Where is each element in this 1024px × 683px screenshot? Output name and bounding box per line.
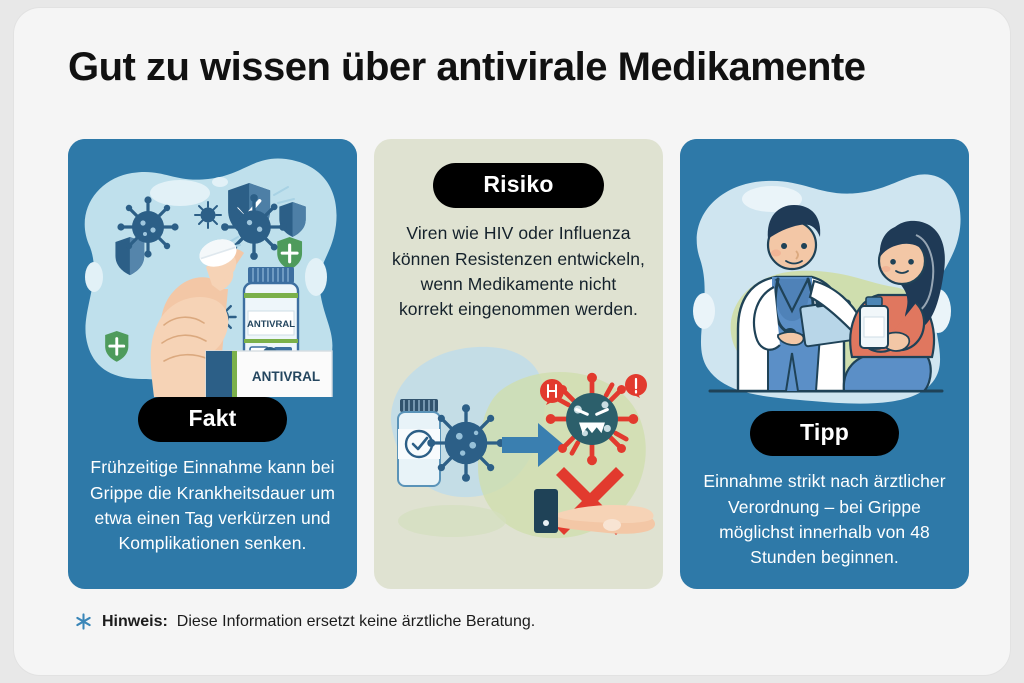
shield-plus-icon [277,237,303,270]
infographic-page: Gut zu wissen über antivirale Medikament… [14,8,1010,675]
footer-note: Hinweis: Diese Information ersetzt keine… [74,612,535,631]
illustration-hand-holding-pill: ANTIVRAL ANTIVRAL [68,139,357,397]
virus-icon [117,196,179,258]
card-fakt[interactable]: ANTIVRAL ANTIVRAL Fa [68,139,357,589]
doctor-patient-graphic [680,139,969,411]
medicine-bottle-graphic: ANTIVRAL [242,267,300,367]
bottle-label: ANTIVRAL [247,319,295,330]
angry-virus-icon [545,372,639,466]
alert-bubble-icon [540,378,564,405]
hand-holding-pill-graphic: ANTIVRAL ANTIVRAL [68,139,357,397]
medicine-bottle-check-graphic [397,398,441,487]
medicine-box-graphic: ANTIVRAL [205,350,333,397]
alert-bubble-icon [625,373,647,398]
card-tipp[interactable]: Tipp Einnahme strikt nach ärztlicher Ver… [680,139,969,589]
patient-figure [842,220,945,393]
illustration-virus-resistance [374,332,663,569]
card-body-tipp: Einnahme strikt nach ärztlicher Verordnu… [703,471,946,568]
card-risiko[interactable]: Risiko Viren wie HIV oder Influenza könn… [374,139,663,589]
card-body-risiko: Viren wie HIV oder Influenza können Resi… [392,223,646,320]
card-text-fakt: Fakt Frühzeitige Einnahme kann bei Gripp… [68,397,357,557]
virus-resistance-graphic [374,332,663,569]
footer-label: Hinweis: [102,612,168,630]
motion-lines [225,186,295,249]
footer-text: Diese Information ersetzt keine ärztlich… [176,612,536,630]
badge-risiko: Risiko [433,163,604,209]
card-body-fakt: Frühzeitige Einnahme kann bei Grippe die… [89,457,336,554]
arrow-right-icon [502,422,564,467]
box-label: ANTIVRAL [252,369,320,384]
page-title: Gut zu wissen über antivirale Medikament… [68,45,866,89]
asterisk-icon [76,613,91,630]
card-text-risiko: Risiko Viren wie HIV oder Influenza könn… [374,139,663,323]
shield-icon [115,237,145,276]
card-text-tipp: Tipp Einnahme strikt nach ärztlicher Ver… [680,411,969,571]
cards-row: ANTIVRAL ANTIVRAL Fa [68,139,970,589]
badge-fakt: Fakt [138,397,287,443]
open-hand-graphic [534,488,656,534]
virus-icon [194,201,222,229]
illustration-doctor-patient [680,139,969,411]
pill-icon [199,239,237,267]
shield-plus-icon [105,331,129,362]
badge-tipp: Tipp [750,411,899,457]
virus-icon [427,404,505,482]
